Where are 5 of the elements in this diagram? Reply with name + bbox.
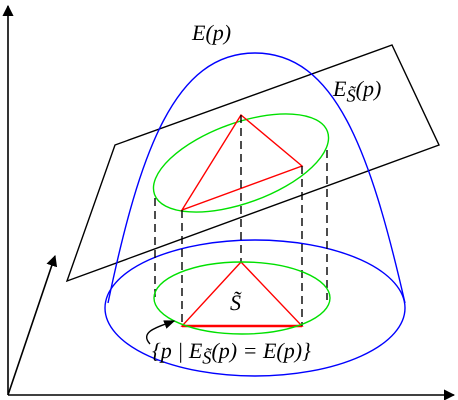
plane-label: E$_{S̃}$(p) (333, 78, 382, 105)
curve-label: E(p) (192, 22, 232, 44)
ellipse (153, 261, 331, 335)
set-label: S̃ (230, 292, 241, 314)
set-formula: {p | E$_{S̃}$(p) = E(p)} (152, 340, 311, 367)
